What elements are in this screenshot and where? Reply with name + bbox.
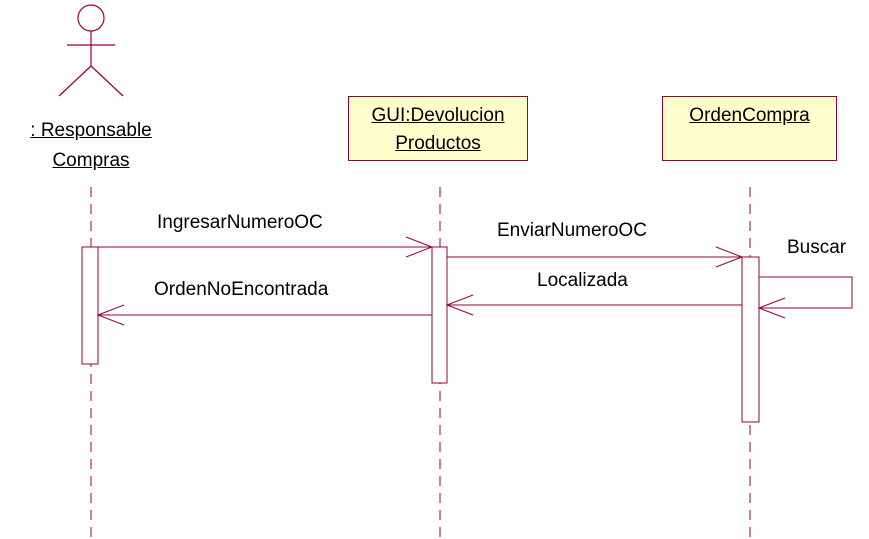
object-orden-label: OrdenCompra — [689, 105, 810, 126]
message-ingresar-label: IngresarNumeroOC — [157, 212, 323, 233]
activation-gui — [431, 246, 448, 384]
actor-figure — [58, 4, 124, 97]
message-enviar-arrowhead — [715, 246, 744, 268]
actor-leg-left — [58, 65, 92, 97]
activation-orden — [741, 256, 760, 423]
actor-head — [77, 4, 105, 32]
message-ingresar-arrowhead — [405, 236, 434, 258]
message-no-encontrada-label: OrdenNoEncontrada — [154, 279, 329, 300]
message-buscar-label: Buscar — [787, 237, 847, 258]
message-localizada-label: Localizada — [537, 270, 628, 291]
object-gui-label-line2: Productos — [395, 133, 481, 154]
actor-leg-right — [90, 65, 124, 97]
message-no-encontrada-arrowhead — [96, 304, 125, 326]
activation-responsable — [81, 246, 99, 365]
object-gui-devolucion-productos: GUI:Devolucion Productos — [348, 96, 528, 161]
actor-label-line2: Compras — [52, 150, 130, 171]
message-localizada-arrowhead — [445, 294, 474, 316]
message-buscar-arrowhead — [757, 297, 786, 319]
actor-label-line1: : Responsable — [30, 120, 152, 141]
object-orden-compra: OrdenCompra — [662, 96, 837, 161]
message-enviar-label: EnviarNumeroOC — [497, 220, 647, 241]
message-buscar-line — [759, 276, 853, 309]
object-gui-label-line1: GUI:Devolucion — [371, 105, 505, 126]
